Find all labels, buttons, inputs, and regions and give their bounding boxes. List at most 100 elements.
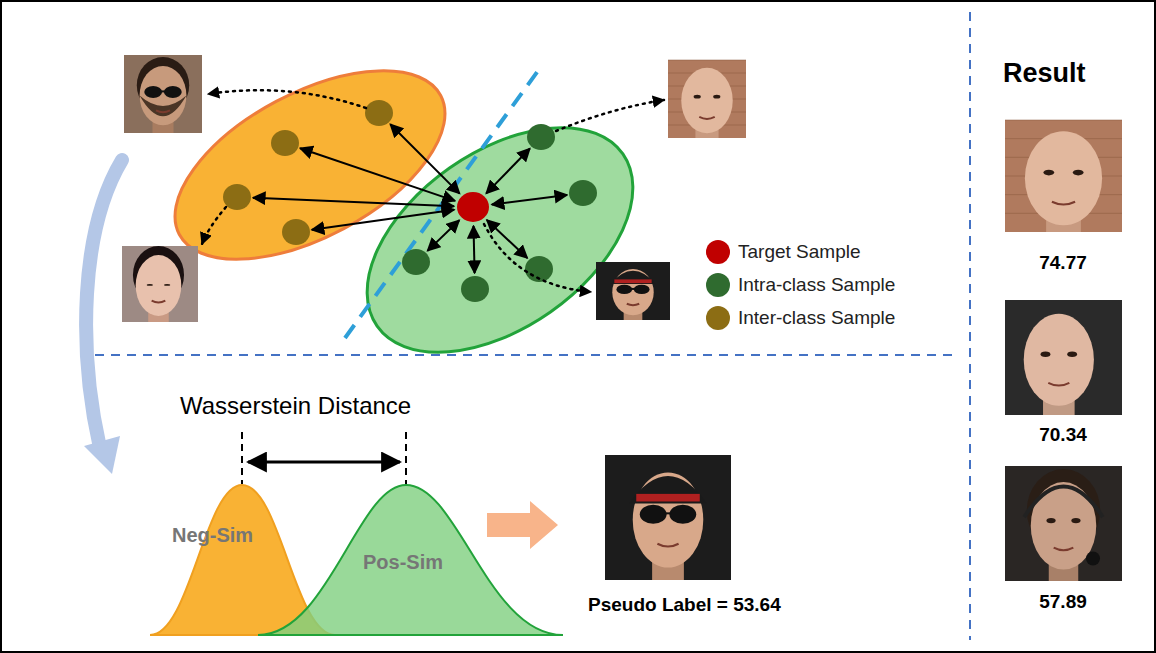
photo-background bbox=[596, 262, 670, 320]
mouth bbox=[627, 304, 639, 305]
eye bbox=[694, 95, 701, 99]
vertical-divider bbox=[969, 12, 971, 640]
eye bbox=[1046, 518, 1055, 523]
eye bbox=[1073, 170, 1084, 176]
face-image bbox=[668, 60, 746, 138]
face-image bbox=[1005, 120, 1122, 232]
sunglasses-bridge bbox=[161, 90, 166, 92]
headphones bbox=[1024, 486, 1103, 517]
photo-background bbox=[1005, 120, 1122, 232]
intra-class-dot bbox=[461, 276, 489, 302]
relation-arrow bbox=[253, 198, 454, 207]
relation-arrow bbox=[487, 220, 528, 258]
target-dot bbox=[457, 192, 489, 222]
cap bbox=[610, 271, 656, 284]
photo-background bbox=[124, 55, 202, 133]
cap bbox=[629, 476, 707, 503]
mouth bbox=[1052, 202, 1075, 205]
relation-arrow bbox=[474, 226, 475, 273]
face bbox=[1025, 131, 1102, 225]
inter-class-dot bbox=[223, 184, 251, 210]
face-image bbox=[124, 55, 202, 133]
score-value: 57.89 bbox=[1039, 591, 1087, 613]
relation-arrow bbox=[312, 210, 454, 230]
sunglasses-bridge bbox=[631, 288, 635, 290]
score-value: 74.77 bbox=[1039, 252, 1087, 274]
inter-class-dot bbox=[282, 219, 310, 245]
leader-line bbox=[484, 224, 591, 292]
face bbox=[136, 255, 182, 316]
section-heading: Result bbox=[1003, 58, 1086, 89]
face-image bbox=[122, 246, 198, 322]
face bbox=[1024, 314, 1094, 406]
cap-band bbox=[614, 279, 651, 283]
eye bbox=[1041, 352, 1051, 358]
legend-text: Intra-class Sample bbox=[738, 274, 895, 296]
leader-line bbox=[208, 90, 366, 108]
relation-arrow bbox=[486, 149, 530, 194]
relation-arrow bbox=[428, 220, 460, 251]
relation-arrow bbox=[492, 195, 567, 205]
curve-shape bbox=[258, 485, 563, 635]
mouth bbox=[1054, 548, 1074, 551]
face-image bbox=[1005, 300, 1122, 415]
curve-label: Neg-Sim bbox=[172, 524, 253, 547]
inter-class-dot bbox=[365, 100, 393, 126]
brick-line bbox=[668, 60, 746, 61]
sunglasses-lens bbox=[634, 285, 650, 294]
eye bbox=[1067, 352, 1077, 358]
intra-class-dot bbox=[402, 249, 430, 275]
legend-swatch bbox=[706, 306, 730, 330]
brick-line bbox=[1005, 120, 1122, 121]
method-label: Wasserstein Distance bbox=[180, 392, 411, 420]
photo-background bbox=[122, 246, 198, 322]
sunglasses-lens bbox=[640, 505, 667, 524]
flow-arrow-head bbox=[84, 436, 120, 474]
flow-arrow bbox=[86, 160, 122, 448]
face bbox=[681, 68, 732, 134]
face-images bbox=[122, 55, 1122, 581]
legend-text: Inter-class Sample bbox=[738, 307, 895, 329]
eye bbox=[164, 284, 170, 286]
eye bbox=[1043, 170, 1054, 176]
block-arrow bbox=[487, 501, 558, 549]
score-value: 70.34 bbox=[1039, 424, 1087, 446]
photo-background bbox=[605, 455, 731, 580]
eye bbox=[713, 95, 720, 99]
peak-marker bbox=[405, 432, 407, 484]
photo-background bbox=[1005, 300, 1122, 415]
face-image bbox=[1005, 466, 1122, 581]
legend-swatch bbox=[706, 240, 730, 264]
legend-swatch bbox=[706, 273, 730, 297]
horizontal-divider bbox=[95, 354, 958, 356]
intra-class-region bbox=[327, 82, 674, 398]
peak-marker bbox=[241, 432, 243, 484]
legend-text: Target Sample bbox=[738, 241, 861, 263]
sample-dots bbox=[223, 100, 597, 302]
sunglasses-lens bbox=[144, 86, 162, 98]
cap-band bbox=[636, 494, 700, 502]
beard bbox=[140, 96, 187, 117]
face-image bbox=[605, 455, 731, 580]
pseudo-label: Pseudo Label = 53.64 bbox=[588, 594, 781, 616]
face bbox=[140, 66, 187, 125]
distance-arrow bbox=[248, 461, 400, 464]
photo-background bbox=[1005, 466, 1122, 581]
photo-background bbox=[668, 60, 746, 138]
eye bbox=[1071, 518, 1080, 523]
sunglasses-lens bbox=[616, 285, 632, 294]
inter-class-dot bbox=[271, 130, 299, 156]
sunglasses-lens bbox=[164, 86, 182, 98]
sunglasses-lens bbox=[669, 505, 696, 524]
mouth bbox=[699, 117, 714, 119]
mouth bbox=[156, 110, 170, 112]
face-image bbox=[596, 262, 670, 320]
curve-label: Pos-Sim bbox=[363, 551, 443, 574]
intra-class-dot bbox=[569, 180, 597, 206]
mouth bbox=[657, 544, 678, 547]
leader-line bbox=[202, 207, 226, 244]
mouth bbox=[1048, 383, 1069, 386]
leader-line bbox=[556, 100, 664, 131]
relation-arrow bbox=[300, 148, 455, 201]
